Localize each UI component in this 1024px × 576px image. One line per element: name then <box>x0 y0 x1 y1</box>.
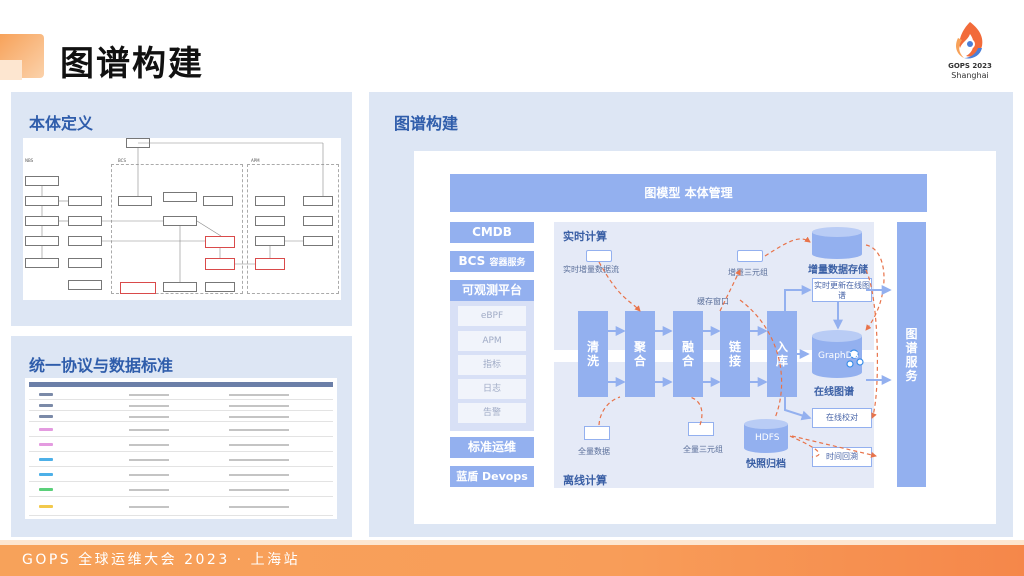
ontology-node <box>25 176 59 186</box>
ontology-node <box>303 216 333 226</box>
table-row <box>29 438 333 452</box>
full-data-icon <box>584 426 610 440</box>
logo-city: Shanghai <box>951 71 989 80</box>
online-graph-label: 在线图谱 <box>814 387 854 398</box>
table-row <box>29 423 333 437</box>
footer-text: GOPS 全球运维大会 2023 · 上海站 <box>22 552 301 568</box>
triple-icon <box>737 250 763 262</box>
obs-item-metrics: 指标 <box>458 355 526 375</box>
realtime-zone-label: 实时计算 <box>563 230 607 243</box>
table-row <box>29 412 333 422</box>
full-data-label: 全量数据 <box>578 447 610 456</box>
protocol-panel-title: 统一协议与数据标准 <box>29 356 174 375</box>
table-row <box>29 390 333 400</box>
stream-icon <box>586 250 612 262</box>
ontology-node <box>25 258 59 268</box>
process-aggregate: 聚合 <box>625 311 655 397</box>
obs-item-alerts: 告警 <box>458 403 526 423</box>
process-clean: 清洗 <box>578 311 608 397</box>
obs-item-logs: 日志 <box>458 379 526 399</box>
source-observability: 可观测平台 <box>450 280 534 301</box>
table-row <box>29 498 333 516</box>
ontology-node <box>25 216 59 226</box>
footer-bar <box>0 545 1024 576</box>
graphdb-label: GraphDB <box>818 351 859 361</box>
realtime-stream-label: 实时增量数据流 <box>563 265 619 274</box>
gops-logo: GOPS 2023 Shanghai <box>942 18 998 84</box>
ontology-node <box>25 196 59 206</box>
hdfs-db-icon <box>744 419 788 453</box>
offline-zone-label: 离线计算 <box>563 474 607 487</box>
table-row <box>29 483 333 497</box>
ontology-node <box>163 282 197 292</box>
region-bcs <box>111 164 243 294</box>
ontology-node <box>303 196 333 206</box>
source-devops: 蓝盾 Devops <box>450 466 534 487</box>
ontology-node <box>68 216 102 226</box>
slide-title: 图谱构建 <box>60 44 204 84</box>
logo-brand: GOPS 2023 <box>948 62 992 70</box>
region-label-bcs: BCS <box>118 158 127 163</box>
ontology-node <box>25 236 59 246</box>
incremental-db-icon <box>812 227 862 259</box>
ontology-node-red <box>205 258 235 270</box>
snapshot-archive-label: 快照归档 <box>746 459 786 470</box>
process-fuse: 融合 <box>673 311 703 397</box>
ontology-node <box>68 196 102 206</box>
ontology-node <box>255 196 285 206</box>
source-cmdb: CMDB <box>450 222 534 243</box>
cache-window-label: 缓存窗口 <box>697 297 729 306</box>
process-ingest: 入库 <box>767 311 797 397</box>
ontology-node <box>118 196 152 206</box>
graph-db-icon <box>812 330 864 378</box>
process-link: 链接 <box>720 311 750 397</box>
ontology-diagram-thumbnail: NBS BCS APM <box>23 138 341 300</box>
ontology-node <box>255 216 285 226</box>
ontology-node <box>163 192 197 202</box>
ontology-connector-lines <box>41 142 324 282</box>
data-standard-table-thumbnail <box>25 378 337 519</box>
source-standard-ops: 标准运维 <box>450 437 534 458</box>
source-bcs: BCS 容器服务 <box>450 251 534 272</box>
graph-network-icon <box>846 349 864 368</box>
footer-stripe <box>0 540 1024 545</box>
ontology-node <box>203 196 233 206</box>
incremental-storage-label: 增量数据存储 <box>808 265 868 276</box>
title-accent-shape-light <box>0 60 22 80</box>
region-apm <box>247 164 339 294</box>
ontology-node <box>303 236 333 246</box>
table-row <box>29 401 333 411</box>
graph-build-panel-title: 图谱构建 <box>394 114 459 133</box>
table-row <box>29 453 333 467</box>
hdfs-label: HDFS <box>755 433 780 443</box>
obs-item-ebpf: eBPF <box>458 306 526 326</box>
graph-service-bar: 图谱服务 <box>897 222 926 487</box>
full-triple-label: 全量三元组 <box>683 445 723 454</box>
realtime-update-box: 实时更新在线图谱 <box>812 278 872 302</box>
ontology-node <box>205 282 235 292</box>
ontology-node <box>68 258 102 268</box>
incremental-triple-label: 增量三元组 <box>728 268 768 277</box>
ontology-panel-title: 本体定义 <box>29 114 94 133</box>
ontology-node <box>255 236 285 246</box>
ontology-node-red <box>255 258 285 270</box>
table-row <box>29 468 333 482</box>
table-header <box>29 382 333 387</box>
gops-flame-logo-icon <box>956 22 983 59</box>
ontology-node <box>68 280 102 290</box>
ontology-node <box>68 236 102 246</box>
model-management-bar: 图模型 本体管理 <box>450 174 927 212</box>
obs-item-apm: APM <box>458 331 526 351</box>
region-label-nbs: NBS <box>25 158 34 163</box>
ontology-node-red <box>120 282 156 294</box>
region-label-apm: APM <box>251 158 260 163</box>
ontology-node-red <box>205 236 235 248</box>
ontology-node <box>163 216 197 226</box>
